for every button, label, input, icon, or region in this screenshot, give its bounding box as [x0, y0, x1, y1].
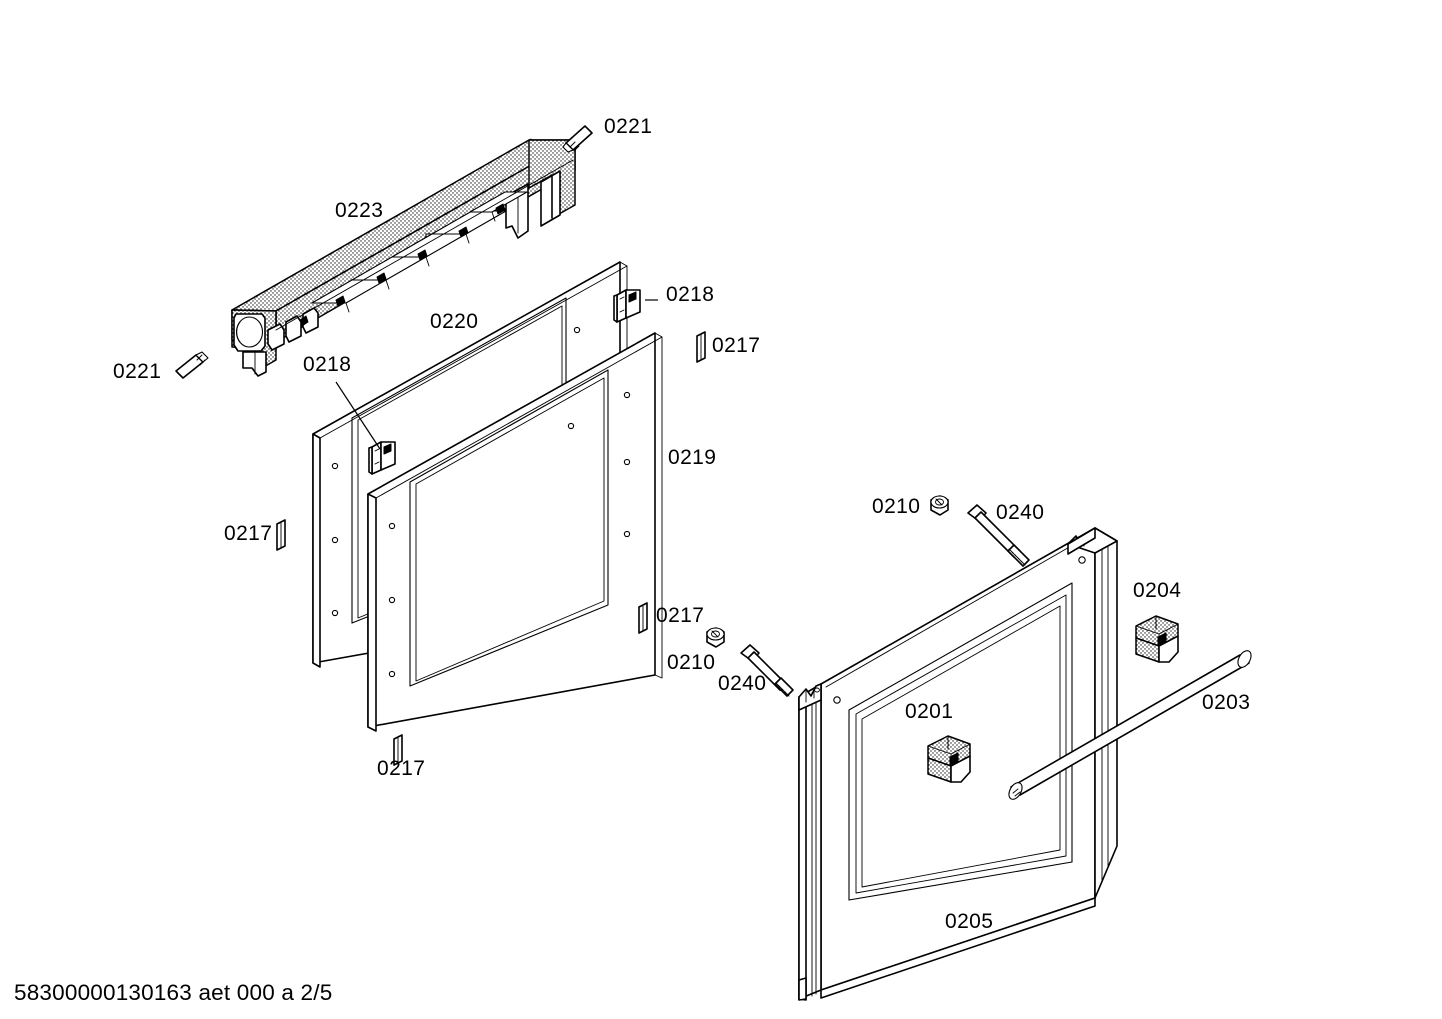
part-0240-bolt-upper — [967, 504, 1030, 567]
footer-drawing-reference: 58300000130163 aet 000 a 2/5 — [14, 980, 332, 1005]
label-0223: 0223 — [335, 199, 383, 222]
label-0221-left: 0221 — [113, 360, 161, 383]
label-0217-left: 0217 — [224, 522, 272, 545]
label-0218-upper: 0218 — [666, 283, 714, 306]
label-0217-right: 0217 — [712, 334, 760, 357]
part-0221-pin-top — [562, 125, 593, 153]
part-0204-handle-bracket-right — [1135, 615, 1179, 663]
part-0217-spacer-mid — [638, 602, 648, 634]
label-0221-top: 0221 — [604, 115, 652, 138]
part-0218-clip-lower — [368, 441, 396, 475]
part-0217-spacer-left — [276, 519, 286, 551]
part-0223-control-panel-trim — [231, 138, 576, 377]
part-0221-pin-left — [175, 351, 209, 379]
label-0210-upper: 0210 — [872, 495, 920, 518]
label-0219: 0219 — [668, 446, 716, 469]
label-0217-mid: 0217 — [656, 604, 704, 627]
label-0240-lower: 0240 — [718, 672, 766, 695]
label-0205: 0205 — [945, 910, 993, 933]
part-0219-middle-glass-panel — [367, 332, 663, 732]
label-0218-lower: 0218 — [303, 353, 351, 376]
part-0210-nut-upper — [930, 495, 949, 516]
part-0210-nut-lower — [706, 627, 725, 648]
part-0201-door-handle-bar — [1008, 650, 1252, 800]
leader-0218-lower — [335, 381, 381, 450]
label-0217-bottom: 0217 — [377, 757, 425, 780]
label-0220: 0220 — [430, 310, 478, 333]
part-0217-spacer-right — [696, 331, 706, 363]
part-0217-spacer-bottom — [393, 734, 403, 766]
label-0210-lower: 0210 — [667, 651, 715, 674]
label-0201: 0203 — [1202, 691, 1250, 714]
part-0218-clip-upper — [613, 289, 641, 323]
label-0203: 0201 — [905, 700, 953, 723]
label-0240-upper: 0240 — [996, 501, 1044, 524]
label-0204: 0204 — [1133, 579, 1181, 602]
part-0203-handle-bracket-left — [927, 735, 971, 783]
part-0240-bolt-lower — [740, 644, 794, 697]
